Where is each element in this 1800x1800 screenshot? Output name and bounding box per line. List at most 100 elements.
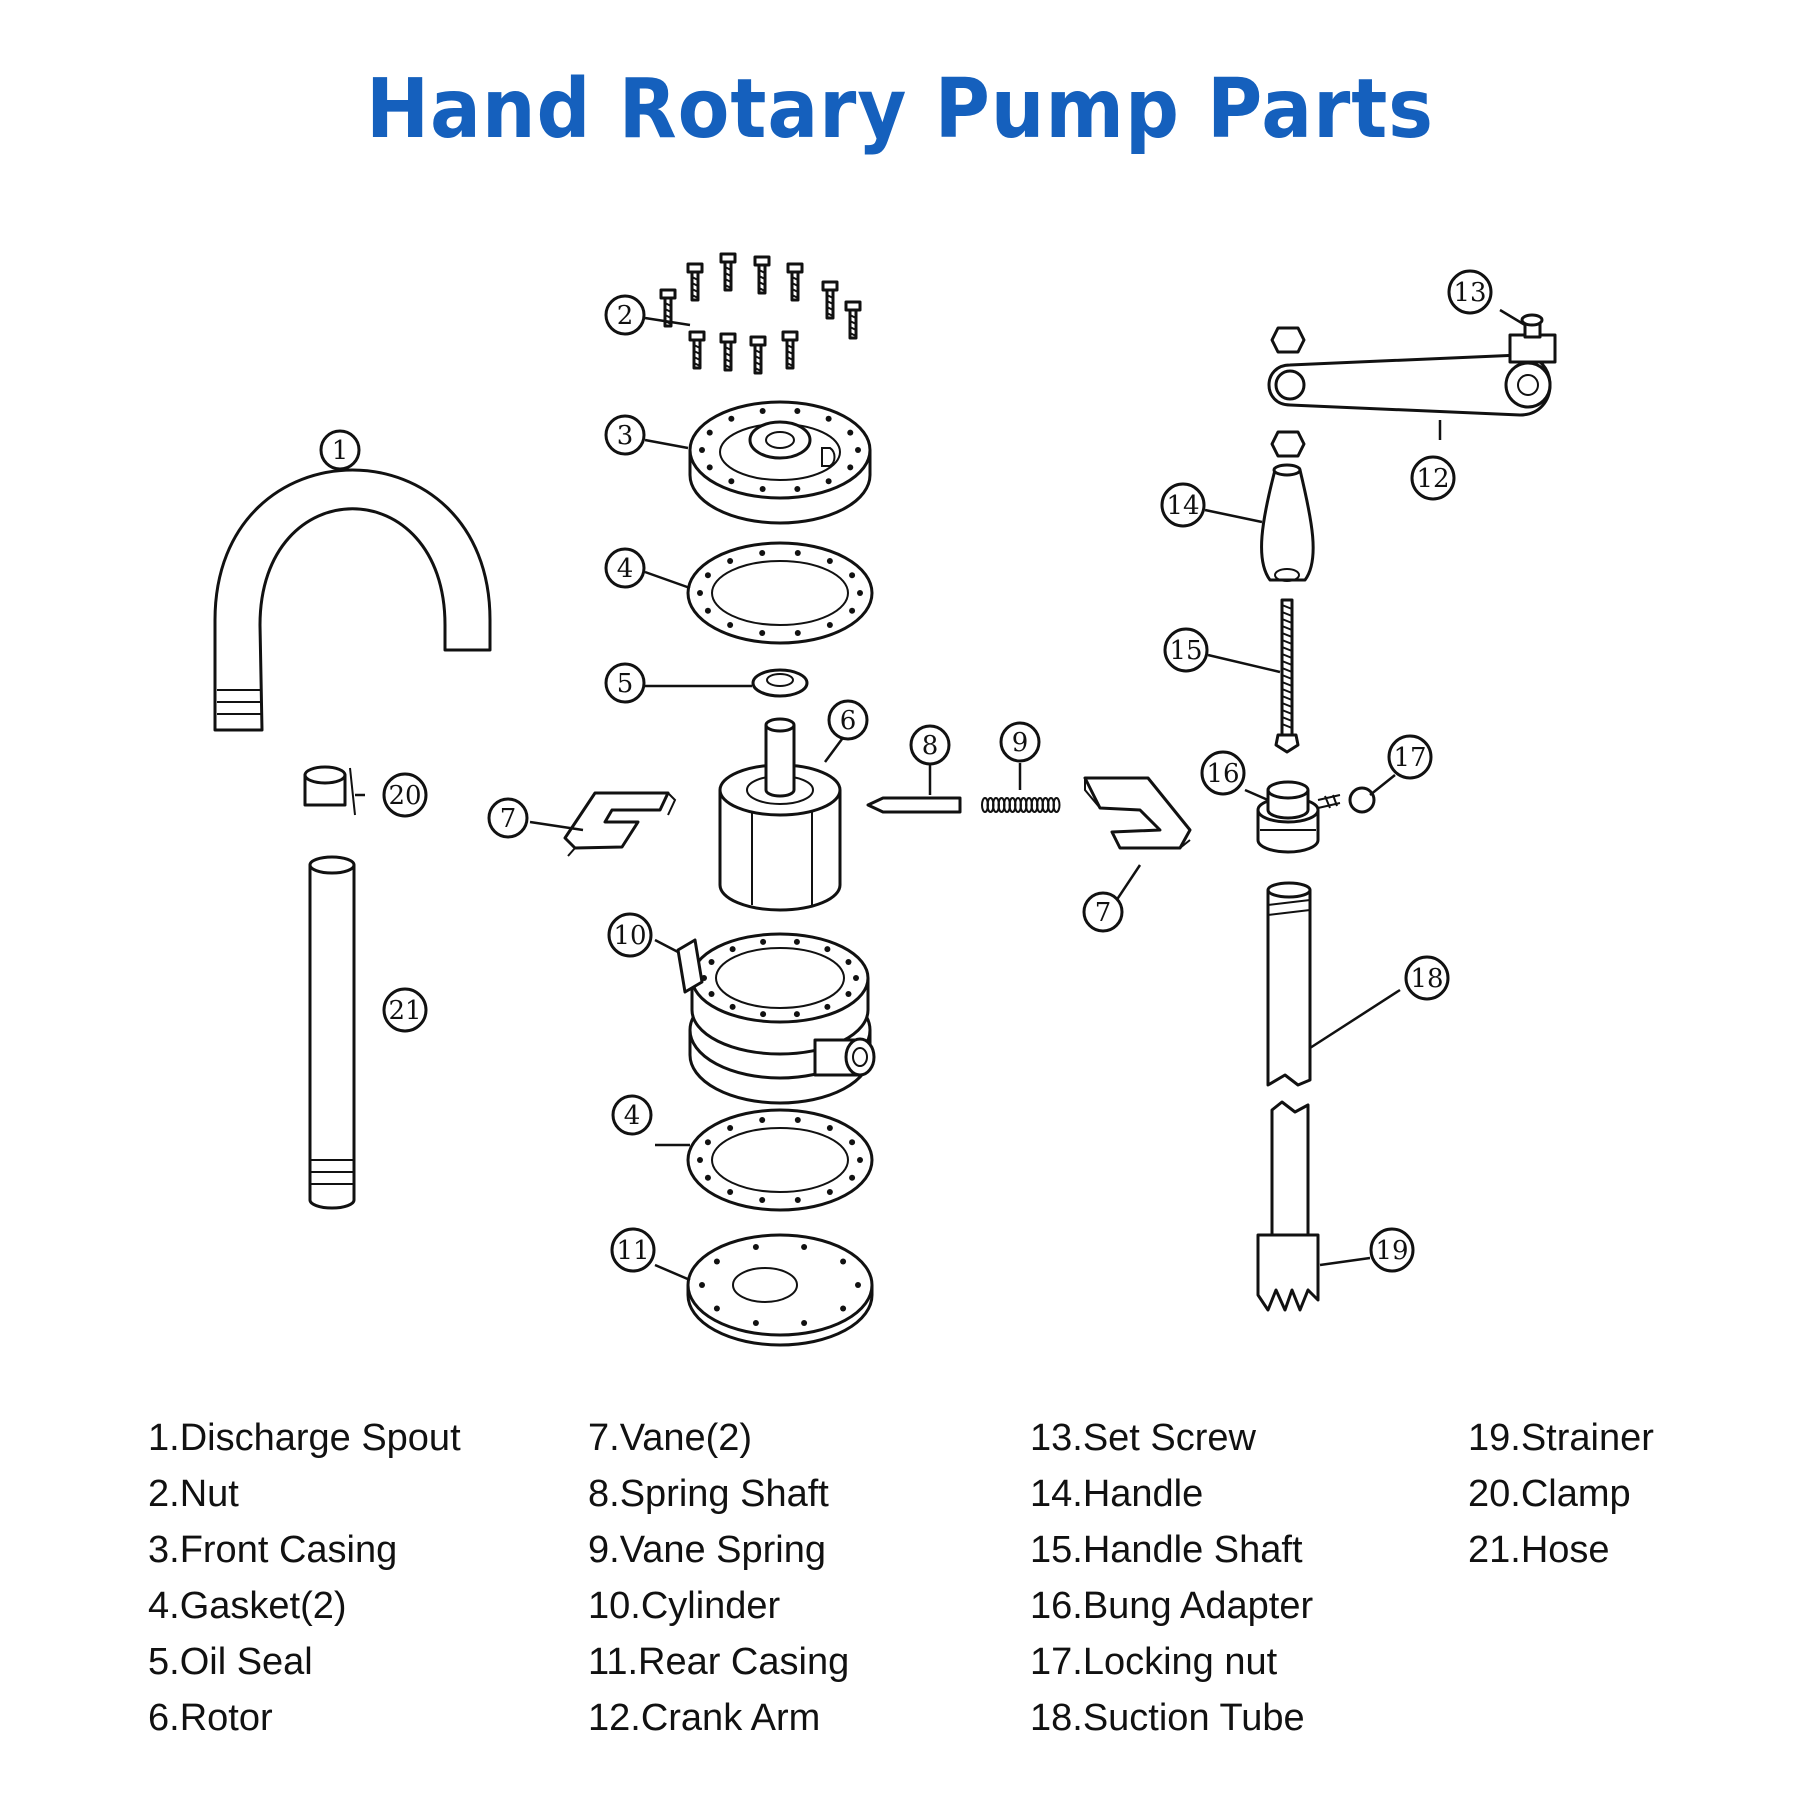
bolt-hole-icon [826,557,833,564]
bolt-hole-icon [847,464,854,471]
legend-item: 14.Handle [1030,1473,1204,1515]
callout-label: 12 [1416,464,1449,494]
legend-item: 18.Suction Tube [1030,1697,1305,1739]
bolt-hole-icon [713,1305,720,1312]
screw-icon [659,288,677,328]
callout-c7b: 7 [1082,891,1124,933]
bolt-hole-icon [699,447,705,453]
callout-c6: 6 [827,699,869,741]
thread-line [1281,716,1293,722]
callout-c18: 18 [1404,955,1450,1001]
callout-c4a: 4 [604,547,646,589]
legend-item: 2.Nut [148,1473,239,1515]
bolt-hole-icon [752,1320,759,1327]
legend-column-2: 7.Vane(2) 8.Spring Shaft 9.Vane Spring 1… [588,1410,849,1746]
legend-item: 12.Crank Arm [588,1697,821,1739]
legend-item: 8.Spring Shaft [588,1473,829,1515]
screw-icon [781,330,799,370]
thread-line [1281,681,1293,687]
legend-item: 9.Vane Spring [588,1529,827,1571]
bolt-hole-icon [857,1157,863,1163]
callout-label: 16 [1206,759,1239,789]
callout-c13: 13 [1447,269,1493,315]
bolt-hole-icon [826,1189,833,1196]
bolt-hole-icon [801,1243,808,1250]
bolt-hole-icon [824,1003,831,1010]
bolt-hole-icon [727,1189,734,1196]
spring-coil [1052,797,1061,813]
bolt-hole-icon [801,1320,808,1327]
bolt-hole-icon [760,938,767,945]
callout-c16: 16 [1200,750,1246,796]
bolt-hole-icon [793,1011,800,1018]
thread-line [1281,723,1293,729]
callout-label: 21 [388,996,421,1026]
bolt-hole-icon [847,429,854,436]
thread-line [1281,625,1293,631]
callout-c17: 17 [1387,734,1433,780]
legend-item: 1.Discharge Spout [148,1417,461,1459]
thread-line [1281,632,1293,638]
bolt-hole-icon [855,447,861,453]
legend-column-1: 1.Discharge Spout 2.Nut 3.Front Casing 4… [148,1410,461,1746]
spring-shaft-part [866,796,962,814]
legend-item: 3.Front Casing [148,1529,398,1571]
bolt-hole-icon [708,991,715,998]
bolt-hole-icon [704,1139,711,1146]
callout-c10: 10 [607,912,653,958]
callout-label: 14 [1166,491,1199,521]
handle-shaft-part [1274,598,1300,754]
bolt-hole-icon [825,415,832,422]
bolt-hole-icon [855,1282,861,1288]
callout-label: 6 [840,706,857,736]
bolt-hole-icon [727,1124,734,1131]
callout-label: 2 [617,301,634,331]
thread-line [1281,611,1293,617]
screw-icon [688,330,706,370]
callout-label: 18 [1410,964,1443,994]
thread-line [1281,674,1293,680]
bolt-hole-icon [759,550,766,557]
bolt-hole-icon [849,1139,856,1146]
legend-column-4: 19.Strainer 20.Clamp 21.Hose [1468,1410,1654,1578]
screw-icon [719,332,737,372]
callout-label: 20 [388,781,421,811]
leader-lines [355,308,1526,1282]
callout-c4b: 4 [611,1094,653,1136]
callout-c15: 15 [1163,627,1209,673]
bolt-hole-icon [845,958,852,965]
screw-icon [719,252,737,292]
bolt-hole-icon [794,629,801,636]
callout-c11: 11 [610,1227,656,1273]
bolt-hole-icon [697,590,703,596]
legend-item: 4.Gasket(2) [148,1585,347,1627]
gasket-top-part [686,541,874,645]
bolt-hole-icon [849,1174,856,1181]
callout-c9: 9 [999,721,1041,763]
legend-item: 6.Rotor [148,1697,273,1739]
thread-line [1281,660,1293,666]
bolt-hole-icon [697,1157,703,1163]
legend-item: 20.Clamp [1468,1473,1631,1515]
thread-line [1281,604,1293,610]
bolt-hole-icon [826,622,833,629]
bolt-hole-icon [794,1196,801,1203]
callout-c7a: 7 [487,797,529,839]
callout-label: 10 [613,921,646,951]
strainer-part [1256,1100,1320,1312]
callout-label: 1 [332,436,349,466]
callout-c14: 14 [1160,482,1206,528]
handle-part [1260,463,1315,582]
bolt-hole-icon [729,946,736,953]
bolt-hole-icon [704,607,711,614]
legend-item: 21.Hose [1468,1529,1610,1571]
callout-c12: 12 [1410,455,1456,501]
screw-icon [821,280,839,320]
callout-label: 5 [617,669,634,699]
front-casing-part [688,400,872,525]
callout-c21: 21 [382,987,428,1033]
callout-label: 19 [1375,1236,1408,1266]
bolt-hole-icon [853,975,859,981]
callout-c5: 5 [604,662,646,704]
bolt-hole-icon [849,572,856,579]
